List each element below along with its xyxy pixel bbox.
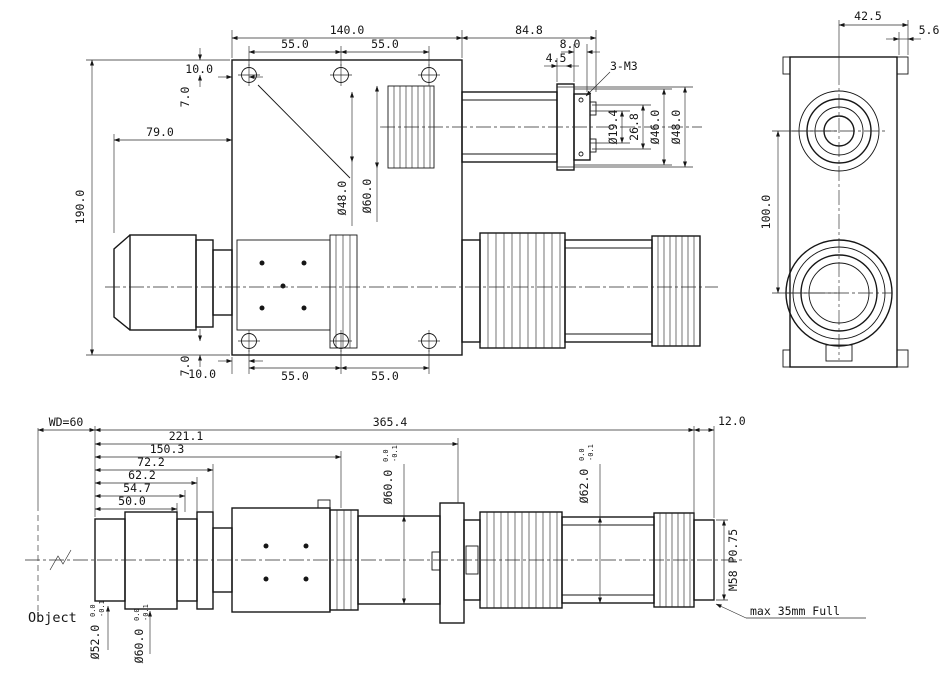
note-max-sensor: max 35mm Full: [750, 604, 840, 618]
side-view-mounting-holes: [238, 64, 440, 352]
front-view-centerlines: [786, 70, 892, 360]
thread-callout-3m3: 3-M3: [610, 59, 638, 73]
dim-dia48-lens: Ø48.0: [335, 181, 349, 216]
dim-dia60-lens: Ø60.0: [360, 179, 374, 214]
object-label: Object: [28, 610, 77, 626]
dim-dia52-front: Ø52.0 0.0 -0.1: [88, 600, 106, 659]
dim-7-top: 7.0: [178, 87, 192, 108]
dim-dia46: Ø46.0: [648, 110, 662, 145]
dim-79: 79.0: [146, 125, 174, 139]
profile-view: WD=60 365.4 12.0 221.1 150.3 72.2 62.2 5…: [25, 414, 866, 663]
dim-dia60-front: Ø60.0 0.0 -0.1: [132, 604, 150, 663]
dim-dia19-4: Ø19.4: [606, 110, 620, 145]
dim-221-1: 221.1: [169, 429, 204, 443]
dim-42-5: 42.5: [854, 9, 882, 23]
dim-8-0: 8.0: [560, 37, 581, 51]
dim-140: 140.0: [330, 23, 365, 37]
side-view-objective-barrel: [113, 234, 233, 331]
dim-dia60-mid-tol-top: 0.0: [382, 449, 390, 462]
dim-dia62: Ø62.0 0.0 -0.1: [577, 444, 595, 503]
thread-callout-m58: M58 P0.75: [726, 529, 740, 591]
object-ray-mark: [49, 549, 72, 571]
dim-84-8: 84.8: [515, 23, 543, 37]
dim-12: 12.0: [718, 414, 746, 428]
dim-dia62-tol-top: 0.0: [578, 448, 586, 461]
dim-4-5: 4.5: [546, 51, 567, 65]
dim-365-4: 365.4: [373, 415, 408, 429]
dim-55-top-left: 55.0: [281, 37, 309, 51]
side-view-dimensions: 140.0 55.0 55.0 84.8 8.0 4.5 3-M3 10.0 7…: [73, 23, 693, 383]
dim-62-2: 62.2: [128, 468, 156, 482]
dim-7-bottom: 7.0: [178, 356, 192, 377]
profile-lens-assembly: [94, 499, 715, 624]
dim-55-bottom-right: 55.0: [371, 369, 399, 383]
dim-dia60-mid-tol-bot: -0.1: [391, 445, 399, 462]
dim-55-top-right: 55.0: [371, 37, 399, 51]
dim-50: 50.0: [118, 494, 146, 508]
dim-dia62-tol-bot: -0.1: [587, 444, 595, 461]
dim-dia60-front-tol-bot: -0.1: [142, 604, 150, 621]
dim-dia62-value: Ø62.0: [577, 469, 591, 504]
dim-wd: WD=60: [49, 415, 84, 429]
dim-5-6: 5.6: [919, 23, 940, 37]
dim-26-8: 26.8: [627, 113, 641, 141]
dim-72-2: 72.2: [137, 455, 165, 469]
side-view-camera-tube: [461, 232, 701, 349]
front-view-dimensions: 42.5 5.6 100.0: [759, 9, 940, 294]
dim-dia60-mid: Ø60.0 0.0 -0.1: [381, 445, 399, 504]
dim-dia60-mid-value: Ø60.0: [381, 470, 395, 505]
dim-dia48-mount: Ø48.0: [669, 110, 683, 145]
dim-dia52-front-value: Ø52.0: [88, 625, 102, 660]
dim-dia52-front-tol-top: 0.0: [89, 604, 97, 617]
dim-10-bottom: 10.0: [188, 367, 216, 381]
dim-dia52-front-tol-bot: -0.1: [98, 600, 106, 617]
dim-dia60-front-tol-top: 0.0: [133, 608, 141, 621]
front-view: 42.5 5.6 100.0: [759, 9, 940, 368]
dim-190: 190.0: [73, 190, 87, 225]
dim-10-top: 10.0: [185, 62, 213, 76]
dim-100: 100.0: [759, 195, 773, 230]
profile-dimensions: WD=60 365.4 12.0 221.1 150.3 72.2 62.2 5…: [28, 414, 866, 663]
dim-dia60-front-value: Ø60.0: [132, 629, 146, 664]
side-view: 140.0 55.0 55.0 84.8 8.0 4.5 3-M3 10.0 7…: [73, 23, 718, 383]
dim-54-7: 54.7: [123, 481, 151, 495]
dim-55-bottom-left: 55.0: [281, 369, 309, 383]
dim-150-3: 150.3: [150, 442, 185, 456]
